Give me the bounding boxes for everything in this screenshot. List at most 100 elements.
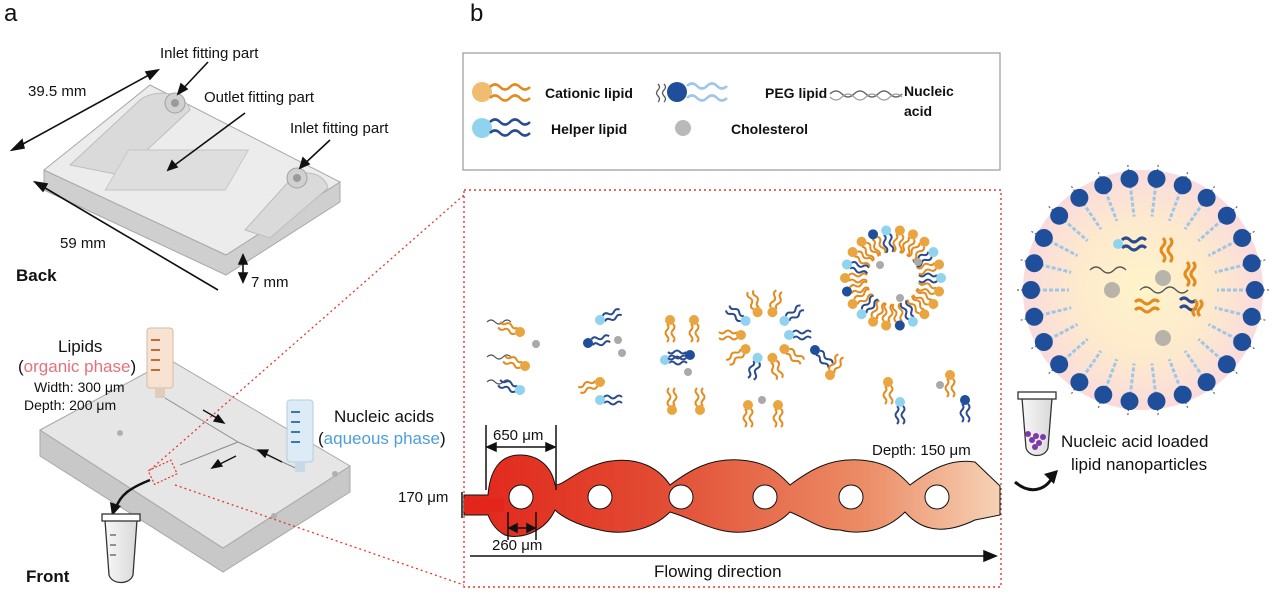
lnp-shell-lipid xyxy=(1070,350,1103,395)
cholesterol-molecule xyxy=(758,396,766,404)
lipid-molecule xyxy=(841,280,870,297)
lipid-molecule xyxy=(856,236,880,261)
cholesterol-molecule xyxy=(532,340,540,348)
device-front-top xyxy=(39,359,351,549)
lnp-shell-lipid xyxy=(1197,205,1238,243)
label-aqueous-phase: (aqueous phase) xyxy=(318,429,446,448)
lipid-molecule xyxy=(779,304,805,326)
lnp-shell-lipid xyxy=(1031,323,1079,352)
lipid-molecule xyxy=(881,302,894,331)
back-dimensions xyxy=(9,61,331,291)
lipid-molecule xyxy=(868,299,886,327)
lipid-molecule xyxy=(595,308,623,325)
lipid-molecule xyxy=(894,397,906,425)
panel-label-a: a xyxy=(4,0,18,27)
lipid-molecule xyxy=(747,352,763,381)
lipid-molecule xyxy=(718,329,746,341)
lipid-molecule xyxy=(725,305,751,326)
nucleic-acid-strand xyxy=(486,379,512,385)
lipid-molecule xyxy=(660,354,688,366)
device-back xyxy=(43,84,342,276)
lipid-molecule xyxy=(882,377,894,405)
cholesterol-icon xyxy=(675,120,691,136)
lipid-molecule xyxy=(666,387,678,415)
legend-label-helper: Helper lipid xyxy=(551,121,628,137)
lipid-molecule xyxy=(784,329,812,341)
zoom-lines xyxy=(149,194,465,586)
channel-pillar-2 xyxy=(587,484,613,510)
lnp-shell-lipid xyxy=(1020,306,1072,326)
lnp-shell-lipid xyxy=(1017,281,1069,299)
product-label-line1: Nucleic acid loaded xyxy=(1061,432,1209,451)
lnp-shell-lipid xyxy=(1147,363,1166,416)
lnp-core xyxy=(1089,236,1204,346)
device-front xyxy=(39,327,351,584)
mixing-channel xyxy=(463,454,1001,537)
lipid-molecule xyxy=(900,229,918,257)
lipid-molecule xyxy=(497,321,525,337)
lipid-molecule xyxy=(688,315,700,343)
legend-label-nucleic-line1: Nucleic xyxy=(904,83,954,99)
lipid-molecule xyxy=(868,229,887,256)
lipid-molecule xyxy=(847,288,873,309)
cholesterol-molecule xyxy=(684,368,692,376)
lipid-molecule xyxy=(772,400,784,428)
lipid-molecule xyxy=(892,225,905,254)
lipid-molecule xyxy=(667,349,695,361)
lnp-shell-lipid xyxy=(1207,228,1255,257)
lnp-shell-lipid xyxy=(1120,164,1139,217)
channel-depth: Depth: 150 μm xyxy=(872,442,971,459)
zoom-panel xyxy=(463,189,1002,588)
cholesterol-molecule xyxy=(914,258,922,266)
label-inlet-depth: Depth: 200 μm xyxy=(24,397,117,413)
lipid-molecule xyxy=(881,225,895,254)
label-width-dimension: 39.5 mm xyxy=(28,83,87,100)
lipid-molecule xyxy=(959,395,971,423)
lnp-shell-lipid xyxy=(1167,358,1192,409)
label-height-dimension: 7 mm xyxy=(251,274,289,291)
label-length-dimension: 59 mm xyxy=(60,235,106,252)
cholesterol-molecule xyxy=(896,294,904,302)
channel-pillar-6 xyxy=(924,484,950,510)
channel-dimensions xyxy=(461,425,998,563)
lnp-shell-lipid xyxy=(1217,281,1269,299)
lipid-molecule xyxy=(856,294,879,320)
lnp-shell-lipid xyxy=(1048,205,1089,243)
product-tube xyxy=(1017,391,1057,457)
lipid-molecule xyxy=(725,344,751,366)
back-recess xyxy=(104,149,250,191)
label-organic-phase: (organic phase) xyxy=(18,357,137,376)
nucleic-acid-strand xyxy=(486,354,512,360)
lipid-molecule xyxy=(918,272,946,284)
legend-label-cationic: Cationic lipid xyxy=(545,85,633,101)
label-front-view: Front xyxy=(26,567,70,586)
lipid-molecule xyxy=(577,377,605,394)
lnp-shell-lipid xyxy=(1197,337,1238,375)
legend-label-cholesterol: Cholesterol xyxy=(731,121,809,137)
channel-pillar-3 xyxy=(668,484,694,510)
lipid-molecule xyxy=(912,289,939,309)
lipid-molecule xyxy=(891,302,905,331)
legend-box xyxy=(462,52,1001,171)
dimension-650: 650 μm xyxy=(493,427,544,444)
collection-tube xyxy=(101,513,141,584)
lipid-molecule xyxy=(916,281,945,297)
channel-pillar-5 xyxy=(838,484,864,510)
lnp-shell-lipid xyxy=(1031,228,1079,257)
lipid-molecule xyxy=(779,344,805,365)
lipid-molecule xyxy=(497,379,525,395)
lipid-molecule xyxy=(767,289,783,318)
label-outlet-fitting: Outlet fitting part xyxy=(204,89,315,106)
nucleic-acid-icon xyxy=(829,90,903,98)
cholesterol-molecule xyxy=(618,349,626,357)
flowing-direction-label: Flowing direction xyxy=(654,562,782,581)
lipid-molecule xyxy=(810,345,834,368)
assembly-illustration xyxy=(486,225,971,428)
channel-pillar-4 xyxy=(752,484,778,510)
lnp-shell-lipid xyxy=(1120,363,1139,416)
label-inlet-fitting-2: Inlet fitting part xyxy=(290,120,389,137)
peg-lipid-icon xyxy=(655,82,728,103)
lipid-molecule xyxy=(825,353,844,380)
legend-label-peg: PEG lipid xyxy=(765,85,828,101)
